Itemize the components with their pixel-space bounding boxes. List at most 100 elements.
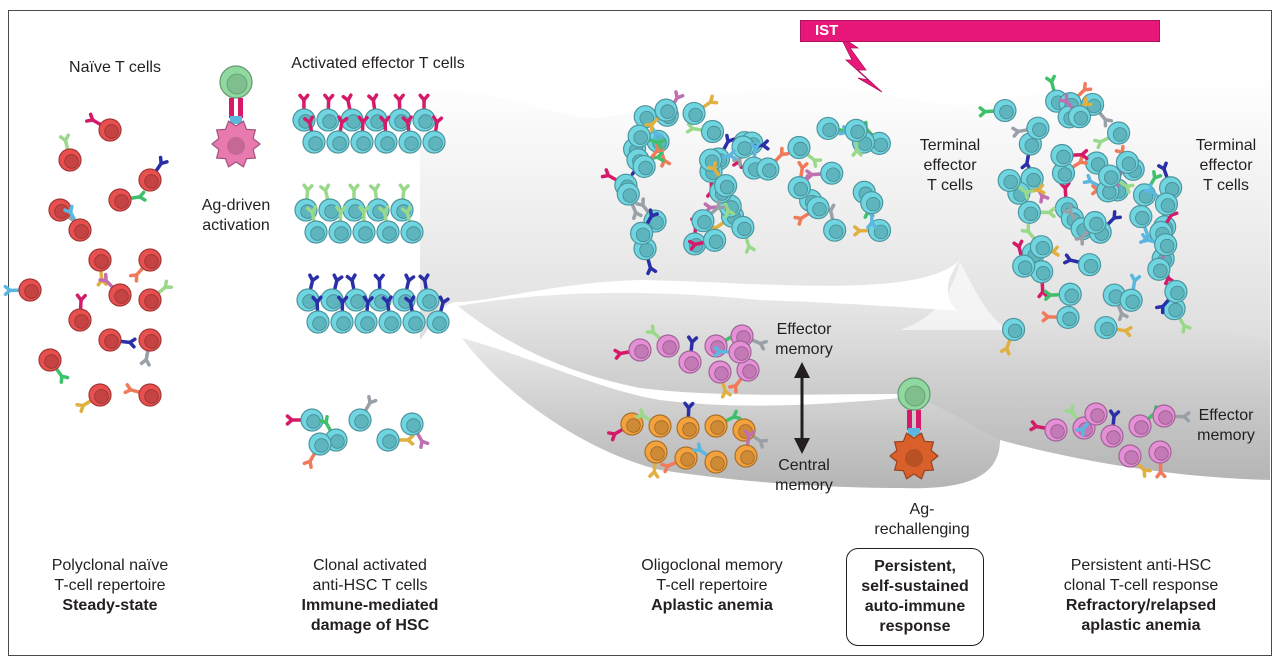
terminal-effector-cell <box>706 161 738 198</box>
terminal-effector-cell <box>1018 132 1042 171</box>
effector-memory-cell <box>1148 440 1172 479</box>
effector-memory-cell <box>728 358 760 394</box>
terminal-effector-cell <box>1051 154 1089 185</box>
stage4-bold3: auto-immune <box>864 598 966 615</box>
ag-driven-line2: activation <box>202 217 270 234</box>
terminal-effector-cell <box>691 199 726 233</box>
terminal-effector-cell <box>731 135 770 159</box>
naive-t-cell <box>68 293 92 332</box>
ag-rechallenging-line2: rechallenging <box>874 521 970 538</box>
naive-t-cell <box>75 383 112 414</box>
label-central-memory: Central memory <box>764 456 844 496</box>
terminal-effector-cell <box>860 191 884 230</box>
terminal-effector-cell <box>1119 273 1143 312</box>
terminal-effector-cell <box>1139 232 1178 257</box>
terminal-effector-cell <box>1162 297 1192 334</box>
stage1-bold1: Steady-state <box>62 597 158 614</box>
clone-c-effector-cell <box>296 273 320 312</box>
mixed-effector-cell <box>348 395 378 432</box>
stage5-bold1: Refractory/relapsed <box>1065 597 1217 614</box>
clone-a-effector-cell <box>350 115 374 154</box>
clone-c-effector-cell <box>306 295 330 334</box>
stage-caption-4-box: Persistent, self-sustained auto-immune r… <box>846 548 984 646</box>
label-activated-effector: Activated effector T cells <box>291 55 465 72</box>
effector-memory-cell <box>713 340 752 364</box>
central-memory-cell <box>660 446 698 474</box>
naive-t-cell <box>98 328 137 352</box>
apc-tcell-activation-icon <box>211 65 261 168</box>
terminal-effector-cell <box>1017 200 1056 224</box>
label-effector-memory-2: Effector memory <box>1186 406 1266 446</box>
stage3-line2: T-cell repertoire <box>656 577 768 594</box>
naive-t-cell <box>138 328 162 367</box>
terminal-effector-cell <box>1094 315 1133 340</box>
stage3-bold1: Aplastic anemia <box>651 597 773 614</box>
terminal-effector-cell <box>823 203 847 242</box>
effector-memory-cell <box>1118 444 1152 478</box>
cell-layer <box>3 65 1192 480</box>
terminal-effector-cell <box>756 146 790 181</box>
central-memory-cell <box>676 401 700 440</box>
terminal-effector-cell <box>1043 282 1082 306</box>
effector-memory-cell <box>645 324 680 358</box>
terminal-effector-cell <box>632 143 665 179</box>
terminal-effector-cell <box>1041 305 1080 329</box>
central-memory-cell <box>734 429 758 468</box>
terminal2-line1: Terminal <box>1195 137 1257 154</box>
clone-c-effector-cell <box>330 295 354 334</box>
effector-memory-cell <box>730 324 768 351</box>
central-mem-line2: memory <box>775 477 833 494</box>
effector-mem1-line2: memory <box>775 341 833 358</box>
terminal-effector-cell <box>1050 143 1089 168</box>
stage4-bold1: Persistent, <box>874 558 956 575</box>
naive-t-cell <box>128 248 162 283</box>
stage-caption-5: Persistent anti-HSC clonal T-cell respon… <box>1036 556 1246 636</box>
ist-label: IST <box>815 22 839 39</box>
clone-b-effector-cell <box>304 205 328 244</box>
terminal-effector-cell <box>630 208 659 245</box>
clone-b-effector-cell <box>352 205 376 244</box>
label-terminal-effector-1: Terminal effector T cells <box>908 136 992 196</box>
effector-memory-cell <box>1152 404 1191 428</box>
terminal-effector-cell <box>793 196 830 226</box>
terminal-effector-cell <box>1020 223 1053 259</box>
clone-b-effector-cell <box>376 205 400 244</box>
ag-rechallenging-line1: Ag- <box>909 501 935 518</box>
naive-t-cell <box>98 272 132 307</box>
clone-c-effector-cell <box>426 295 450 334</box>
clone-a-effector-cell <box>302 115 326 154</box>
naive-t-cell <box>138 155 169 192</box>
clone-c-effector-cell <box>378 295 402 334</box>
terminal1-line1: Terminal <box>919 137 981 154</box>
terminal-effector-cell <box>1143 183 1179 216</box>
effector-memory-cell <box>613 338 652 362</box>
effector-memory-cell <box>678 335 702 374</box>
clone-c-effector-cell <box>354 295 378 334</box>
effector-memory-cell <box>1029 418 1068 442</box>
mixed-effector-cell <box>285 408 324 432</box>
central-memory-band <box>462 338 1000 489</box>
band-notch <box>900 262 1010 330</box>
stage1-line2: T-cell repertoire <box>54 577 166 594</box>
stage2-line1: Clonal activated <box>313 557 427 574</box>
label-terminal-effector-2: Terminal effector T cells <box>1184 136 1268 196</box>
mixed-effector-cell <box>400 412 430 449</box>
stage-caption-3: Oligoclonal memory T-cell repertoire Apl… <box>612 556 812 616</box>
clone-a-effector-cell <box>340 93 364 132</box>
stage2-line2: anti-HSC T cells <box>312 577 428 594</box>
effector-memory-cell <box>708 360 732 399</box>
terminal-effector-cell <box>1063 253 1102 277</box>
terminal-effector-cell <box>682 94 719 126</box>
terminal-effector-cell <box>787 160 811 200</box>
terminal-effector-cell <box>685 119 725 144</box>
stage2-bold2: damage of HSC <box>310 617 430 634</box>
label-ag-driven-activation: Ag-driven activation <box>186 196 286 236</box>
memory-interconversion-arrow <box>794 362 810 454</box>
stage4-bold2: self-sustained <box>861 578 969 595</box>
figure-frame <box>8 10 1272 656</box>
naive-t-cell <box>123 383 162 407</box>
naive-t-cell <box>138 279 174 312</box>
terminal-effector-cell <box>627 124 666 150</box>
stage3-line1: Oligoclonal memory <box>641 557 783 574</box>
